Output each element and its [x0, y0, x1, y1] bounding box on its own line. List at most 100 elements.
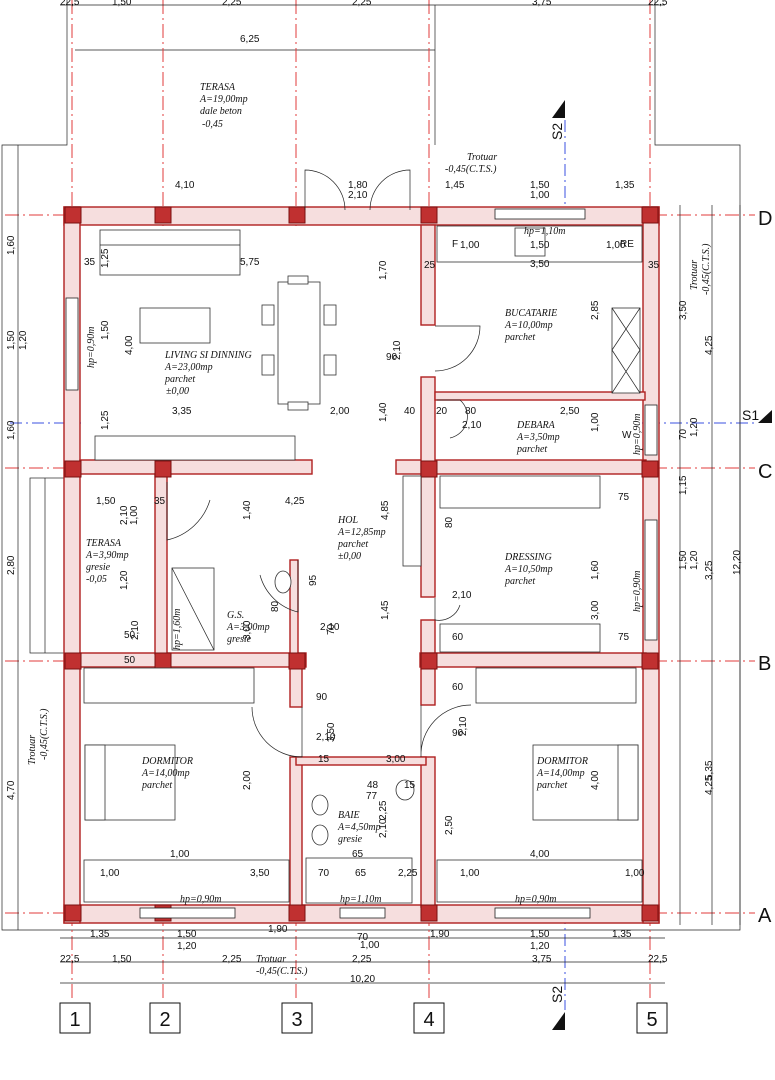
dim-label: 22,5	[60, 954, 80, 965]
doors	[166, 169, 481, 758]
hol-level: ±0,00	[338, 551, 361, 562]
interior-dim-label: 5,75	[240, 257, 260, 268]
interior-dim-label: 70	[318, 868, 330, 879]
hp-label: hp=1,10m	[524, 226, 565, 237]
dim-label: 70	[678, 428, 689, 440]
interior-dim-label: 1,00	[129, 505, 140, 525]
interior-dim-label: 35	[154, 496, 166, 507]
furniture	[83, 225, 643, 904]
dims-top: 22,5 1,50 2,25 2,25 3,75 22,5 6,25 4,10 …	[60, 0, 668, 201]
interior-dim-label: 2,10	[316, 732, 336, 743]
windows	[65, 208, 658, 919]
interior-dim-label: 15	[318, 754, 330, 765]
section-s2-top: S2	[549, 123, 565, 140]
interior-dim-label: 1,50	[530, 240, 550, 251]
axis-row-a: A	[758, 905, 772, 927]
debara-name: DEBARA	[516, 420, 556, 431]
dressing-area: A=10,50mp	[504, 564, 553, 575]
interior-dim-label: 2,00	[330, 406, 350, 417]
hp-label: hp=0,90m	[515, 894, 556, 905]
interior-dim-label: 90	[452, 728, 464, 739]
trotuar-top-label: Trotuar	[467, 152, 497, 163]
hp-labels: hp=0,90m hp=0,90m hp=1,60m hp=0,90m hp=0…	[86, 226, 643, 905]
dim-label: 2,25	[352, 954, 372, 965]
dressing-name: DRESSING	[504, 552, 552, 563]
interior-dim-label: 65	[355, 868, 367, 879]
dim-label: 1,90	[430, 929, 450, 940]
baie-area: A=4,50mp	[337, 822, 381, 833]
dim-label: 5,35	[704, 760, 715, 780]
dressing-finish: parchet	[504, 576, 535, 587]
hp-label: hp=0,90m	[632, 571, 643, 612]
dim-label: 1,35	[612, 929, 632, 940]
dim-label: 1,50	[112, 0, 132, 8]
dim-label: 3,75	[532, 954, 552, 965]
interior-dim-label: 65	[352, 849, 364, 860]
interior-dim-label: 60	[452, 682, 464, 693]
dim-label: 1,00	[530, 190, 550, 201]
interior-dim-label: 15	[404, 780, 416, 791]
dormitor-right-name: DORMITOR	[536, 756, 588, 767]
interior-dim-label: 1,00	[100, 868, 120, 879]
interior-dim-label: 35	[84, 257, 96, 268]
hp-label: hp=0,90m	[86, 327, 97, 368]
living-name: LIVING SI DINNING	[164, 350, 252, 361]
interior-dim-label: 50	[124, 655, 136, 666]
interior-dim-label: 90	[386, 352, 398, 363]
dormitor-right-area: A=14,00mp	[536, 768, 585, 779]
interior-dim-label: 2,10	[130, 620, 141, 640]
gs-area: A=3,00mp	[226, 622, 270, 633]
dim-label: 4,70	[6, 780, 17, 800]
axis-row-c: C	[758, 461, 772, 483]
interior-dim-label: 1,25	[100, 410, 111, 430]
dormitor-left-name: DORMITOR	[141, 756, 193, 767]
interior-dim-label: 2,10	[462, 420, 482, 431]
interior-dim-label: 4,85	[380, 500, 391, 520]
trotuar-bottom-level: -0,45(C.T.S.)	[256, 966, 308, 977]
terasa-left-finish: gresie	[86, 562, 111, 573]
section-s1: S1	[742, 407, 759, 423]
interior-dim-label: 3,50	[250, 868, 270, 879]
hp-label: hp=1,10m	[340, 894, 381, 905]
interior-dim-label: 95	[308, 574, 319, 586]
bucatarie-name: BUCATARIE	[505, 308, 557, 319]
dim-label: 1,90	[268, 924, 288, 935]
interior-dim-label: 2,50	[444, 815, 455, 835]
axis-col-1: 1	[69, 1009, 80, 1031]
dim-label: 1,50	[6, 330, 17, 350]
trotuar-labels: Trotuar -0,45(C.T.S.) Trotuar -0,45(C.T.…	[27, 152, 712, 977]
axis-col-4: 4	[423, 1009, 434, 1031]
dim-label: 4,10	[175, 180, 195, 191]
interior-dim-label: 2,10	[378, 818, 389, 838]
interior-dim-label: 2,10	[119, 505, 130, 525]
interior-dim-label: 1,40	[242, 500, 253, 520]
bucatarie-finish: parchet	[504, 332, 535, 343]
dim-label: 1,20	[18, 330, 29, 350]
debara-area: A=3,50mp	[516, 432, 560, 443]
trotuar-right-label: Trotuar	[689, 260, 700, 290]
room-labels: TERASA A=19,00mp dale beton -0,45 LIVING…	[85, 82, 588, 845]
interior-dim-label: 50	[124, 630, 136, 641]
dims-bottom: 1,35 1,50 1,90 70 1,90 1,50 1,35 1,20 1,…	[60, 924, 668, 985]
interior-dim-label: 75	[618, 492, 630, 503]
interior-dim-label: 35	[648, 260, 660, 271]
trotuar-bottom-label: Trotuar	[256, 954, 286, 965]
trotuar-left-label: Trotuar	[27, 735, 38, 765]
interior-dim-label: 4,00	[124, 335, 135, 355]
interior-dim-label: 20	[436, 406, 448, 417]
dim-label: 1,20	[530, 941, 550, 952]
dim-label: 70	[357, 932, 369, 943]
range-label: RE	[620, 239, 634, 250]
interior-dim-label: 75	[618, 632, 630, 643]
terasa-left-area: A=3,90mp	[85, 550, 129, 561]
dim-label: 1,20	[689, 417, 700, 437]
interior-dim-label: 1,50	[100, 320, 111, 340]
dim-label: 6,25	[240, 34, 260, 45]
hol-area: A=12,85mp	[337, 527, 386, 538]
interior-dim-label: 3,00	[242, 620, 253, 640]
dim-label: 12,20	[732, 550, 743, 575]
dim-label: 2,10	[348, 190, 368, 201]
interior-dim-label: 77	[366, 791, 378, 802]
interior-dim-label: 4,00	[530, 849, 550, 860]
axis-col-2: 2	[159, 1009, 170, 1031]
